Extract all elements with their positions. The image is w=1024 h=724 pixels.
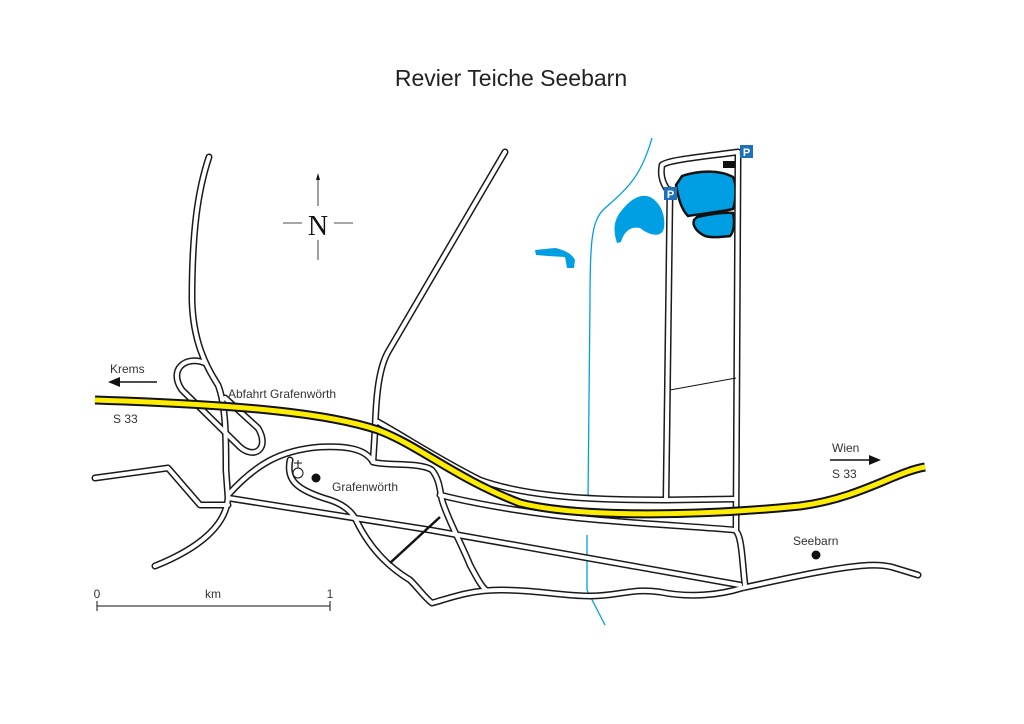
parking-sign-west: P	[664, 187, 677, 201]
town-dot-grafenwoerth	[311, 473, 321, 483]
road	[659, 150, 740, 197]
parking-sign-north: P	[740, 145, 753, 159]
road	[438, 493, 747, 587]
label-seebarn: Seebarn	[793, 534, 838, 548]
small-lake	[535, 248, 575, 268]
road	[287, 458, 920, 605]
road	[226, 496, 742, 587]
svg-text:1: 1	[327, 587, 334, 601]
fishing-pond-south	[692, 211, 736, 239]
road	[174, 358, 265, 455]
road	[664, 188, 672, 502]
svg-text:0: 0	[94, 587, 101, 601]
arrow-east-icon	[830, 455, 881, 465]
town-dot-seebarn	[811, 550, 821, 560]
label-grafenwoerth: Grafenwörth	[332, 480, 398, 494]
road	[226, 444, 488, 592]
road	[369, 148, 509, 466]
label-s33-west: S 33	[113, 412, 138, 426]
path-line	[389, 516, 441, 564]
label-exit: Abfahrt Grafenwörth	[228, 387, 336, 401]
svg-text:P: P	[743, 147, 750, 159]
water	[535, 137, 737, 626]
label-wien: Wien	[832, 441, 859, 455]
svg-text:P: P	[667, 189, 674, 201]
label-s33-east: S 33	[832, 467, 857, 481]
label-krems: Krems	[110, 362, 145, 376]
field-line	[669, 377, 737, 391]
svg-text:km: km	[205, 587, 221, 601]
highway-s33	[94, 395, 926, 519]
building-icon	[723, 161, 735, 168]
arrow-west-icon	[108, 377, 157, 387]
road	[93, 466, 230, 507]
road	[371, 150, 507, 464]
road	[153, 155, 230, 568]
river	[586, 137, 653, 626]
church-icon	[292, 460, 304, 479]
scale-bar: 0 km 1	[94, 587, 334, 611]
fishing-pond-north	[674, 170, 737, 218]
lake	[614, 195, 665, 243]
road	[734, 153, 740, 532]
svg-text:N: N	[308, 211, 328, 242]
map-title: Revier Teiche Seebarn	[395, 65, 627, 91]
north-compass: N	[283, 173, 353, 260]
